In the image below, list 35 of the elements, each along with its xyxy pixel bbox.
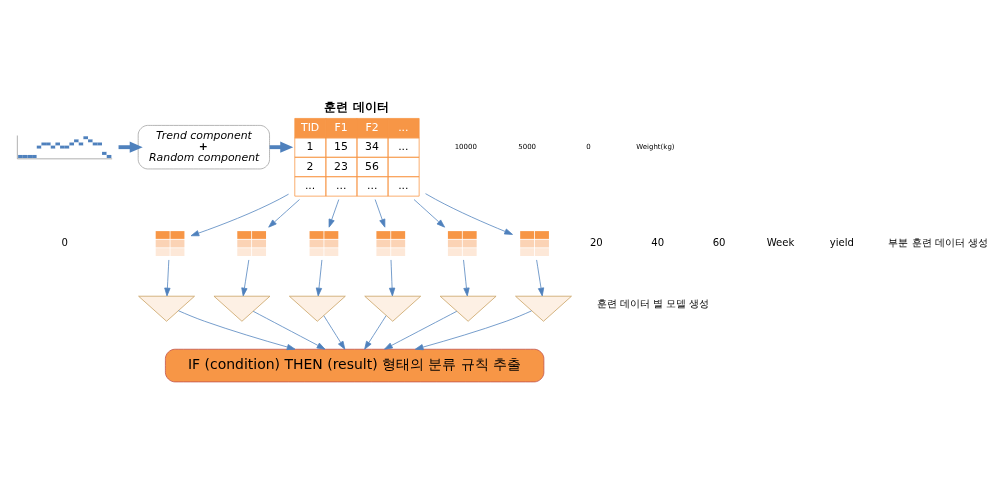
arrow [328, 199, 340, 228]
arrow [241, 259, 250, 297]
arrow [268, 199, 300, 228]
node-picture [364, 295, 422, 322]
arrow [364, 315, 387, 350]
arrow [414, 310, 532, 351]
node-picture [288, 295, 346, 322]
arrow [323, 315, 346, 350]
label: 부분 훈련 데이터 생성 [888, 237, 989, 249]
node-picture [138, 295, 195, 322]
arrow [374, 199, 386, 228]
node-label: 훈련 데이터 [324, 98, 389, 114]
arrow [190, 193, 289, 237]
label: 훈련 데이터 별 모델 생성 [596, 298, 710, 310]
arrow [164, 259, 171, 297]
arrow [425, 193, 513, 235]
arrow [463, 259, 470, 297]
label: 0 [61, 237, 68, 249]
label: Week [766, 237, 795, 249]
node-picture [213, 295, 271, 322]
node-box: Trend component + Random component [137, 125, 270, 170]
label: 60 [712, 237, 726, 249]
arrow [413, 199, 445, 228]
label: 40 [651, 237, 665, 249]
arrow [178, 310, 296, 351]
node-picture [439, 295, 497, 322]
arrow [536, 259, 545, 297]
arrow [252, 310, 326, 350]
node-picture [515, 295, 572, 322]
node-box: IF (condition) THEN (result) 형태의 분류 규칙 추출 [165, 348, 545, 383]
arrow [384, 310, 458, 350]
arrow [389, 259, 396, 297]
label: yield [829, 237, 855, 249]
label: 20 [589, 237, 603, 249]
arrow [315, 259, 323, 297]
